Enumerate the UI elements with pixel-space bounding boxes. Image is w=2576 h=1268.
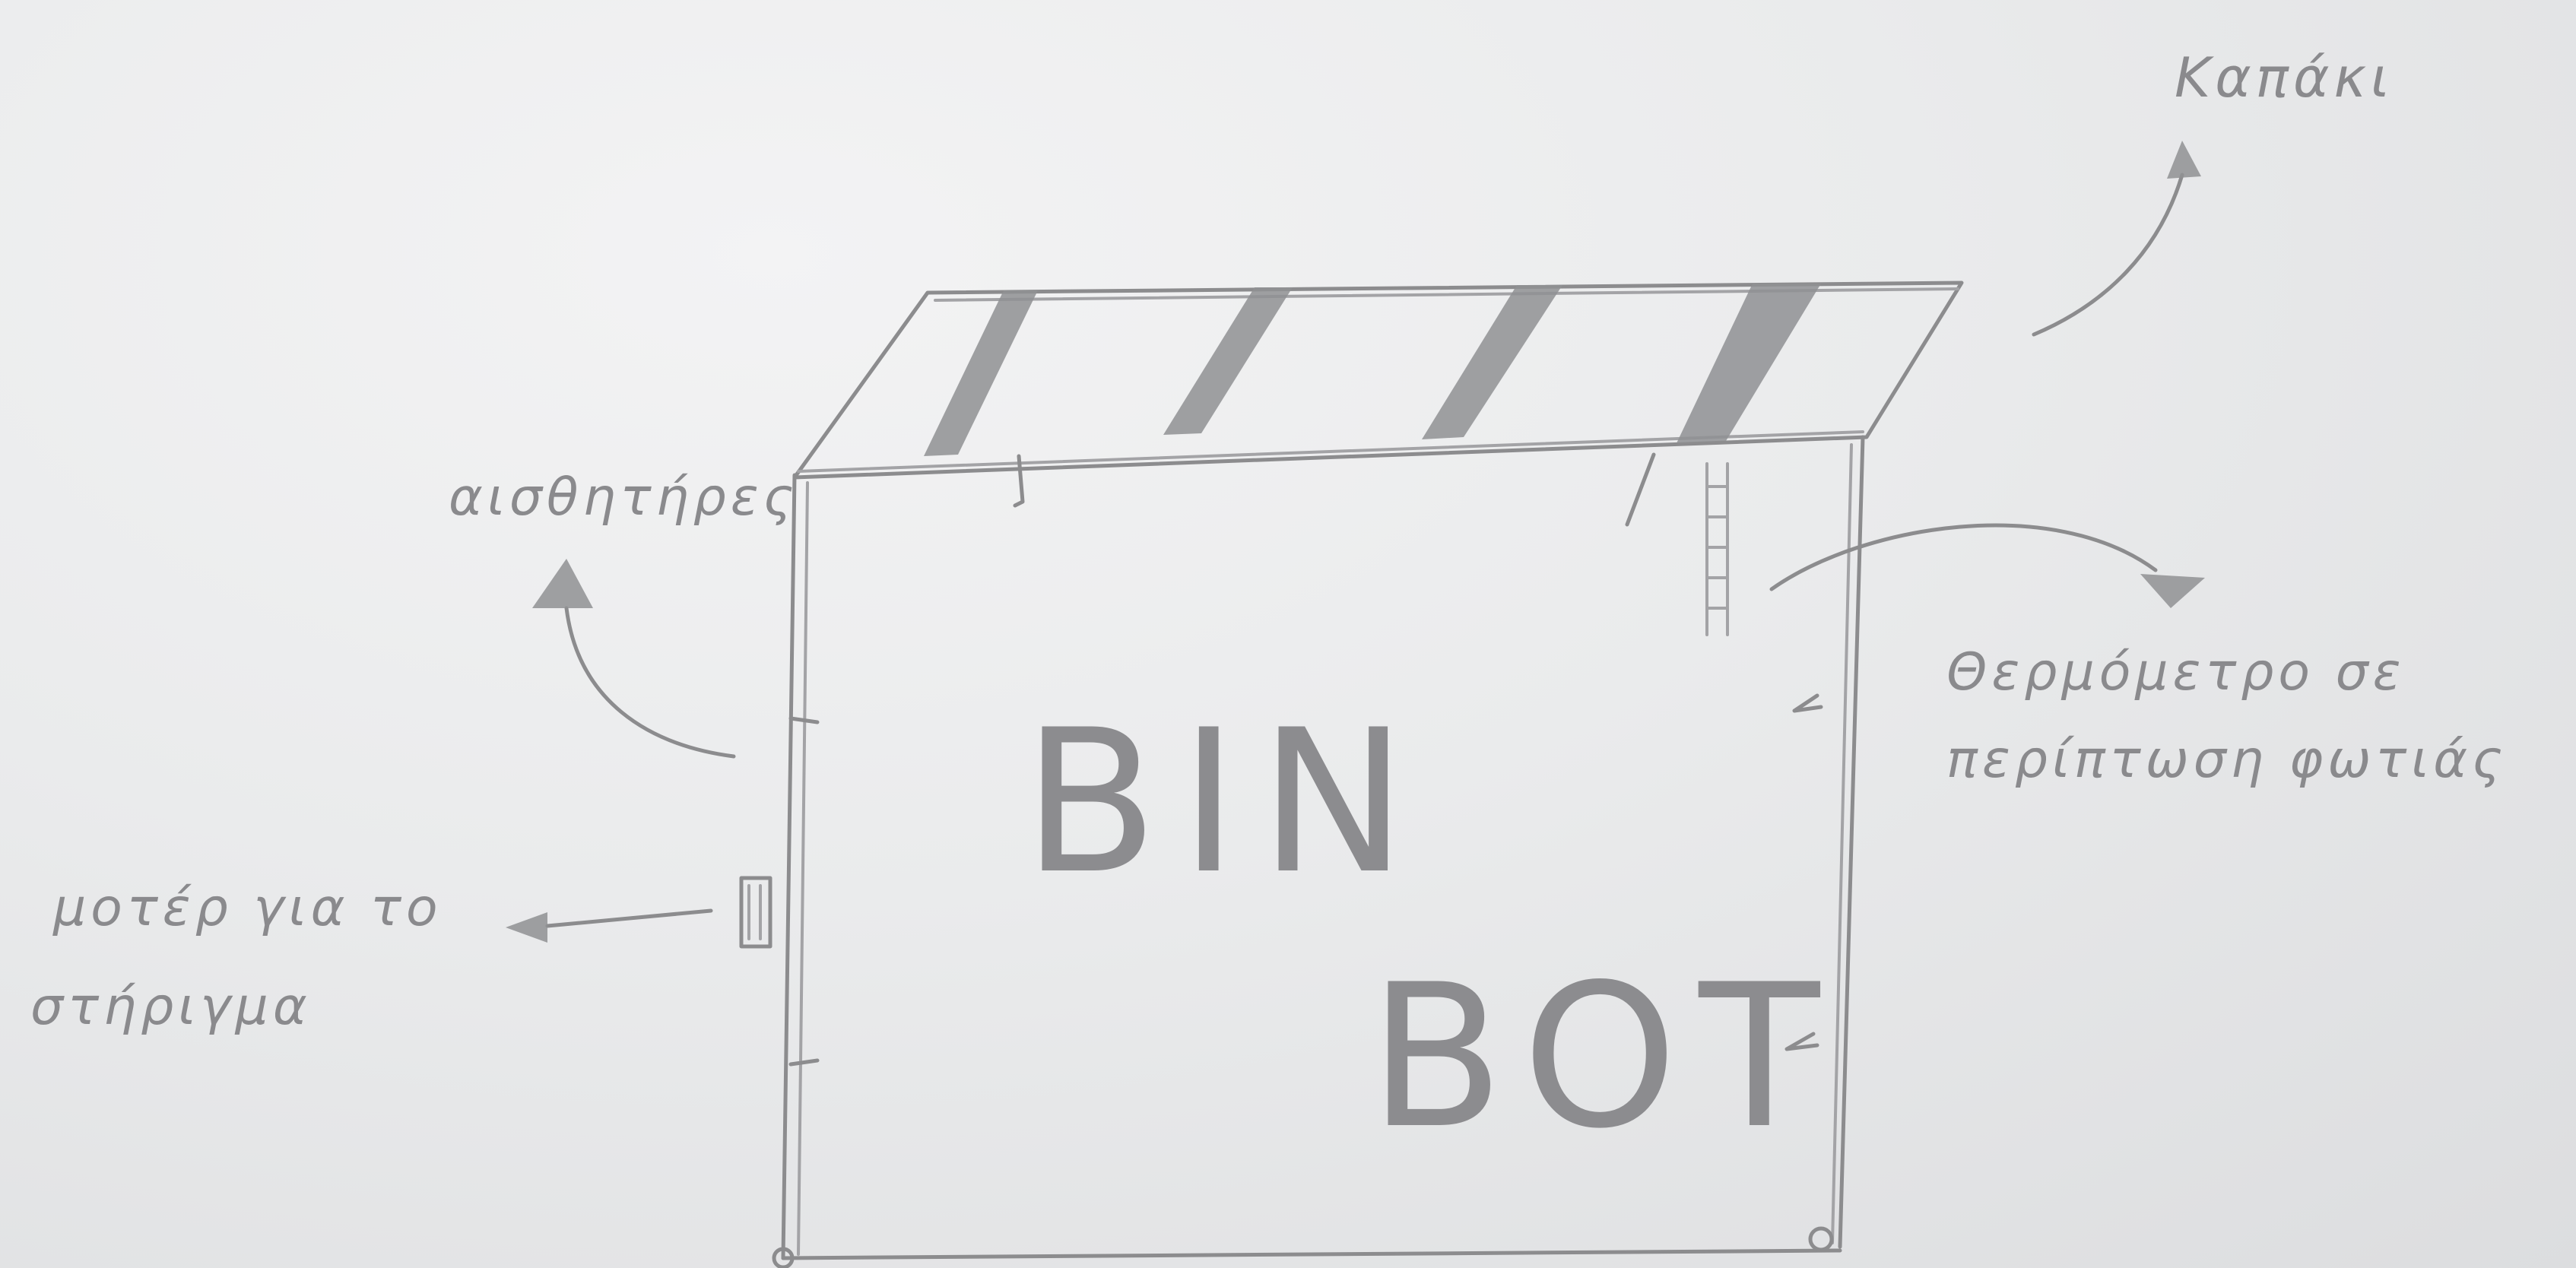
thermometer-strip <box>1705 462 1729 636</box>
lid <box>792 281 1964 527</box>
arrows <box>506 141 2205 943</box>
stand-label-line2: στήριγμα <box>30 977 312 1037</box>
lid-stripe <box>924 290 1038 456</box>
stand-label-line1: μοτέρ για το <box>53 878 443 938</box>
lid-stripe <box>1422 285 1562 439</box>
side-sensors <box>788 693 1823 1067</box>
lid-stripe <box>1677 284 1821 443</box>
sensors-label: αισθητήρες <box>449 468 798 528</box>
bin-body <box>772 435 1865 1268</box>
thermometer-label-line2: περίπτωση φωτιάς <box>1946 730 2507 790</box>
device-name-line1: BIN <box>1023 688 1429 918</box>
switch-box <box>739 876 772 949</box>
thermometer-label-line1: Θερμόμετρο σε <box>1946 642 2406 702</box>
lid-stripe <box>1163 287 1293 435</box>
device-name-line2: BOT <box>1369 943 1842 1172</box>
lid-label: Καπάκι <box>2175 46 2394 109</box>
